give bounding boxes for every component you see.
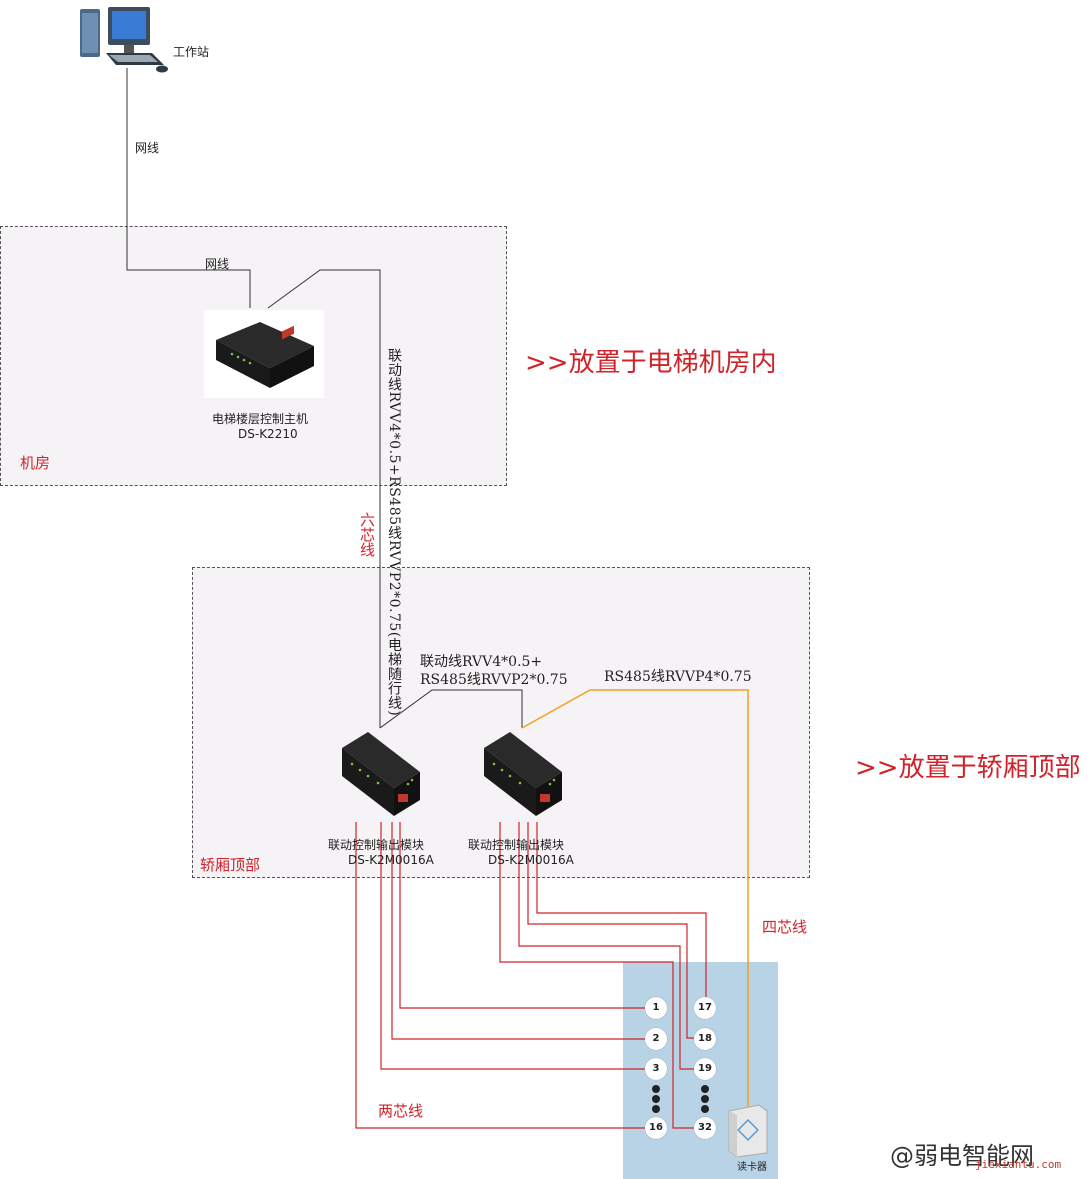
linkage-cable-line (267, 269, 381, 728)
ellipsis-dot (652, 1085, 660, 1093)
module2-model: DS-K2M0016A (488, 853, 574, 867)
module1-device-icon (342, 732, 420, 816)
car-top-note: >>放置于轿厢顶部 (855, 753, 1081, 783)
card-reader-label: 读卡器 (737, 1162, 767, 1173)
network-cable-label-1: 网线 (135, 141, 160, 155)
floor-button-1: 1 (645, 997, 667, 1019)
ellipsis-dot (701, 1095, 709, 1103)
module2-name: 联动控制输出模块 (468, 838, 565, 852)
floor-button-3: 3 (645, 1058, 667, 1080)
linkage-h-label-1: 联动线RVV4*0.5+ (420, 654, 543, 670)
car-top-zone (192, 567, 810, 878)
ellipsis-dot (652, 1095, 660, 1103)
six-core-label: 六芯线 (358, 512, 376, 557)
floor-button-17: 17 (694, 997, 716, 1019)
floor-button-32: 32 (694, 1117, 716, 1139)
rs485-cable-line (521, 689, 749, 1110)
ellipsis-dot (701, 1105, 709, 1113)
card-reader-icon (728, 1104, 768, 1157)
car-top-label: 轿厢顶部 (200, 856, 261, 874)
ellipsis-dot (701, 1085, 709, 1093)
wire-to-2 (391, 822, 645, 1040)
machine-room-label: 机房 (20, 454, 51, 472)
machine-room-note: >>放置于电梯机房内 (525, 348, 777, 378)
wire-to-18 (527, 822, 694, 1039)
workstation-computer-icon (80, 7, 168, 73)
module1-model: DS-K2M0016A (348, 853, 434, 867)
floor-button-19: 19 (694, 1058, 716, 1080)
linkage-h-label-2: RS485线RVVP2*0.75 (420, 672, 568, 688)
controller-model: DS-K2210 (238, 427, 298, 441)
controller-name: 电梯楼层控制主机 (212, 412, 309, 426)
floor-button-18: 18 (694, 1028, 716, 1050)
module1-name: 联动控制输出模块 (328, 838, 425, 852)
four-core-label: 四芯线 (762, 918, 808, 936)
linkage-h-line (379, 689, 523, 729)
controller-device-icon (216, 322, 314, 388)
network-cable-line (126, 68, 251, 308)
floor-button-2: 2 (645, 1028, 667, 1050)
wire-to-1 (399, 822, 645, 1009)
module2-device-icon (484, 732, 562, 816)
wire-to-17 (536, 822, 707, 997)
floor-button-16: 16 (645, 1117, 667, 1139)
wire-to-3 (380, 822, 645, 1070)
wire-to-19 (518, 822, 694, 1070)
wire-to-16 (355, 822, 645, 1129)
workstation-label: 工作站 (173, 45, 210, 59)
wire-to-32 (499, 822, 694, 1129)
network-cable-label-2: 网线 (205, 257, 230, 271)
rs485-label: RS485线RVVP4*0.75 (604, 669, 752, 685)
linkage-cable-vertical-label: 联动线RVV4*0.5+RS485线RVVP2*0.75(电梯随行线) (386, 348, 402, 717)
watermark: @弱电智能网 (890, 1142, 1034, 1170)
watermark-sub: jiexiantu.com (975, 1158, 1062, 1171)
ellipsis-dot (652, 1105, 660, 1113)
two-core-label: 两芯线 (378, 1102, 424, 1120)
